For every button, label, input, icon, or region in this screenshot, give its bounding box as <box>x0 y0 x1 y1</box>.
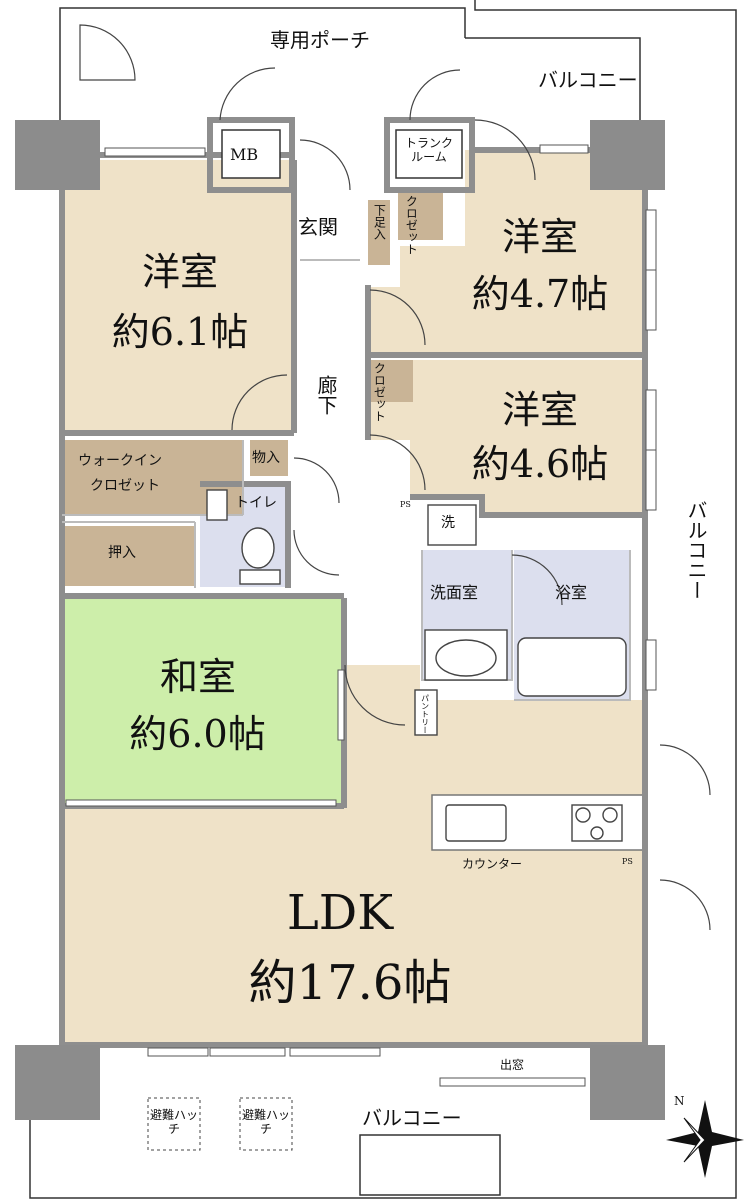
compass-icon <box>666 1100 744 1178</box>
walk-in-closet-label-2: クロゼット <box>90 478 160 494</box>
bathroom-label: 浴室 <box>555 583 588 602</box>
oshiire-label: 押入 <box>108 545 136 561</box>
pantry-box <box>414 689 438 736</box>
western-room-1-name: 洋室 <box>141 250 218 294</box>
trunk-room-label: トランクルーム <box>404 136 453 165</box>
ldk-area <box>62 665 645 1045</box>
hallway-label: 廊下 <box>314 375 338 415</box>
western-room-2-area <box>368 150 645 352</box>
pantry-label: パントリー <box>420 694 430 734</box>
western-room-1-area <box>62 160 294 432</box>
toilet-bowl <box>241 527 275 569</box>
windows <box>65 144 657 1087</box>
closet-2-area <box>368 360 413 402</box>
ps-label-2: PS <box>622 857 633 866</box>
mb-wall <box>207 117 295 193</box>
toilet-label: トイレ <box>235 495 277 511</box>
western-room-2-size: 約4.7帖 <box>471 272 609 316</box>
storage-label: 物入 <box>252 450 280 466</box>
washbasin <box>435 639 497 677</box>
japanese-room-name: 和室 <box>159 655 236 699</box>
toilet-basin <box>206 489 228 521</box>
western-room-3-area <box>368 360 645 515</box>
mb-label: MB <box>230 145 259 164</box>
ps-label-1: PS <box>400 500 411 509</box>
japanese-room-area <box>62 598 344 803</box>
western-room-3-name: 洋室 <box>501 388 578 432</box>
japanese-room-size: 約6.0帖 <box>129 712 266 756</box>
ldk-size: 約17.6帖 <box>248 955 452 1011</box>
balcony-top-label: バルコニー <box>538 68 638 92</box>
storage-area <box>250 440 288 476</box>
bay-window-label: 出窓 <box>500 1058 525 1072</box>
trunk-wall <box>384 117 475 193</box>
kitchen-sink <box>445 804 507 842</box>
private-porch-label: 専用ポーチ <box>270 28 370 52</box>
north-label: N <box>674 1094 685 1108</box>
washroom-label: 洗面室 <box>430 583 479 602</box>
toilet-tank <box>239 569 281 585</box>
ldk-name: LDK <box>286 885 394 941</box>
balcony-right-label: バルコニー <box>684 500 708 600</box>
washer-label: 洗 <box>441 515 455 531</box>
oshiire-area <box>65 526 195 586</box>
washer-pan <box>427 504 477 546</box>
closet-2-label: クロゼット <box>372 362 387 422</box>
balcony-outline <box>29 0 737 1199</box>
shoe-storage-label: 下足入 <box>372 204 387 240</box>
closet-1-area <box>398 190 443 240</box>
closet-1-label: クロゼット <box>404 195 419 255</box>
trunk-room-box <box>395 129 463 179</box>
entrance-label: 玄関 <box>298 215 338 239</box>
western-room-2-name: 洋室 <box>501 215 578 259</box>
western-room-3-size: 約4.6帖 <box>471 442 609 486</box>
walk-in-closet-label-1: ウォークイン <box>78 453 162 469</box>
western-room-1-size: 約6.1帖 <box>111 310 249 354</box>
balcony-bottom-label: バルコニー <box>362 1106 462 1130</box>
door-swings <box>79 24 711 931</box>
fixtures <box>206 489 627 842</box>
shoe-area <box>368 200 390 265</box>
pillars <box>15 120 665 1120</box>
bathtub <box>517 637 627 697</box>
escape-hatch-2-label: 避難ハッチ <box>242 1108 291 1137</box>
escape-hatches <box>147 1097 293 1151</box>
counter-label: カウンター <box>462 857 523 871</box>
mb-box <box>221 129 281 179</box>
escape-hatch-1-label: 避難ハッチ <box>150 1108 199 1137</box>
